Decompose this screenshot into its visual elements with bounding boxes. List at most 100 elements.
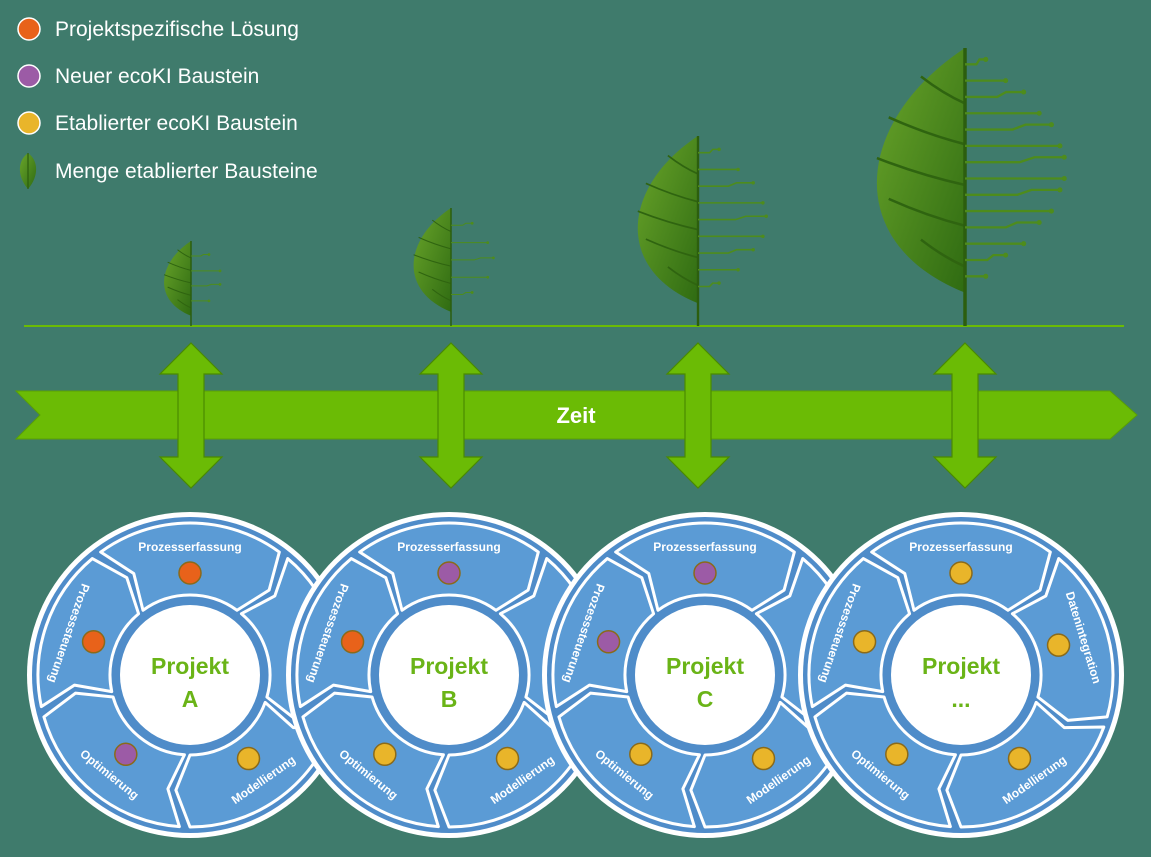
double-arrow-2 [418, 342, 484, 489]
leaves-group [163, 48, 1067, 326]
wheel-hub [635, 605, 775, 745]
project-id: A [182, 686, 199, 712]
module-dot-established_block [629, 742, 653, 767]
leaf-3 [637, 136, 768, 326]
circuit-node [470, 221, 474, 225]
circuit-node [1021, 241, 1027, 247]
leaf-vein [888, 197, 966, 227]
leaf-vein [167, 261, 192, 271]
project-id: B [441, 686, 458, 712]
segment-label: Prozesserfassung [653, 540, 756, 554]
time-arrow-shape [14, 390, 1138, 440]
project-title: Projekt [666, 653, 744, 679]
circuit-node [207, 253, 211, 256]
circuit-node [1061, 154, 1067, 160]
module-dot-established_block [885, 742, 909, 767]
legend-item-leaf: Menge etablierter Bausteine [19, 152, 318, 190]
circuit-trace [698, 148, 720, 154]
circuit-trace [965, 188, 1060, 196]
leaf-vein [418, 271, 452, 284]
double-arrow-4 [932, 342, 998, 489]
circuit-trace [698, 248, 754, 254]
legend-item-project-specific: Projektspezifische Lösung [17, 17, 299, 41]
circuit-node [1036, 110, 1042, 116]
circuit-trace [965, 156, 1065, 164]
circuit-trace [965, 221, 1040, 229]
leaf-blade [876, 48, 965, 293]
circuit-trace [698, 182, 754, 187]
module-dot-established_block [236, 746, 261, 771]
circuit-node [736, 167, 740, 172]
circuit-trace [698, 215, 767, 221]
module-dot-project_specific [340, 630, 365, 654]
legend-item-established-block: Etablierter ecoKI Baustein [17, 111, 298, 135]
leaf-2 [413, 208, 495, 326]
leaf-vein [876, 156, 966, 187]
circuit-node [761, 234, 765, 239]
circuit-node [207, 299, 211, 303]
wheel-hub [120, 605, 260, 745]
circuit-trace [965, 123, 1052, 131]
circuit-node [218, 282, 222, 286]
project-title: Projekt [410, 653, 488, 679]
circuit-trace [698, 282, 720, 288]
module-dot-new_block [596, 630, 621, 654]
leaf-icon [19, 152, 37, 190]
circuit-node [491, 256, 495, 260]
circuit-node [983, 273, 989, 279]
project-wheel-2: ProzesserfassungModellierungOptimierungP… [286, 512, 612, 838]
circuit-node [983, 56, 989, 62]
double-arrows [158, 342, 998, 489]
circuit-node [486, 275, 490, 279]
circuit-node [751, 247, 755, 252]
circuit-node [1057, 187, 1063, 193]
circuit-trace [451, 291, 473, 296]
project-title: Projekt [922, 653, 1000, 679]
wheel-segment [813, 691, 957, 829]
legend-item-new-block: Neuer ecoKI Baustein [17, 64, 259, 88]
wheel-hub [379, 605, 519, 745]
circuit-node [764, 214, 768, 218]
circuit-trace [191, 283, 221, 287]
circuit-node [1061, 175, 1067, 182]
circuit-node [470, 291, 474, 294]
circuit-node [761, 201, 765, 205]
leaf-vein [431, 288, 452, 302]
module-dot-established_block [1046, 633, 1071, 657]
module-dot-new_block [437, 561, 461, 585]
legend-label: Menge etablierter Bausteine [55, 160, 318, 183]
leaf-vein [167, 286, 192, 296]
project-title: Projekt [151, 653, 229, 679]
project-wheels: ProzesserfassungModellierungOptimierungP… [27, 512, 1124, 838]
wheel-segment [42, 691, 186, 829]
circuit-node [1021, 89, 1027, 95]
segment-label: Prozesserfassung [397, 540, 500, 554]
circuit-node [1048, 208, 1054, 214]
module-dot-project_specific [81, 630, 106, 654]
circuit-node [717, 281, 721, 285]
circuit-trace [965, 253, 1006, 262]
double-arrow-3 [665, 342, 731, 489]
double-arrow-1 [158, 342, 224, 489]
module-dot-new_block [114, 742, 138, 767]
wheel-segment [557, 691, 701, 829]
circuit-node [1003, 252, 1009, 258]
circuit-trace [451, 257, 494, 261]
purple-dot-icon [17, 64, 41, 88]
leaf-vein [645, 182, 699, 203]
leaf-vein [163, 274, 192, 284]
time-arrow: Zeit [14, 390, 1138, 440]
circuit-node [717, 147, 721, 152]
orange-dot-icon [17, 17, 41, 41]
module-dot-new_block [693, 561, 717, 585]
circuit-trace [451, 222, 473, 226]
project-id: ... [951, 686, 970, 712]
module-dot-established_block [852, 630, 877, 654]
legend: Projektspezifische Lösung Neuer ecoKI Ba… [17, 17, 318, 190]
circuit-node [736, 268, 740, 272]
circuit-node [751, 181, 755, 185]
leaf-vein [667, 154, 699, 175]
project-id: C [697, 686, 714, 712]
